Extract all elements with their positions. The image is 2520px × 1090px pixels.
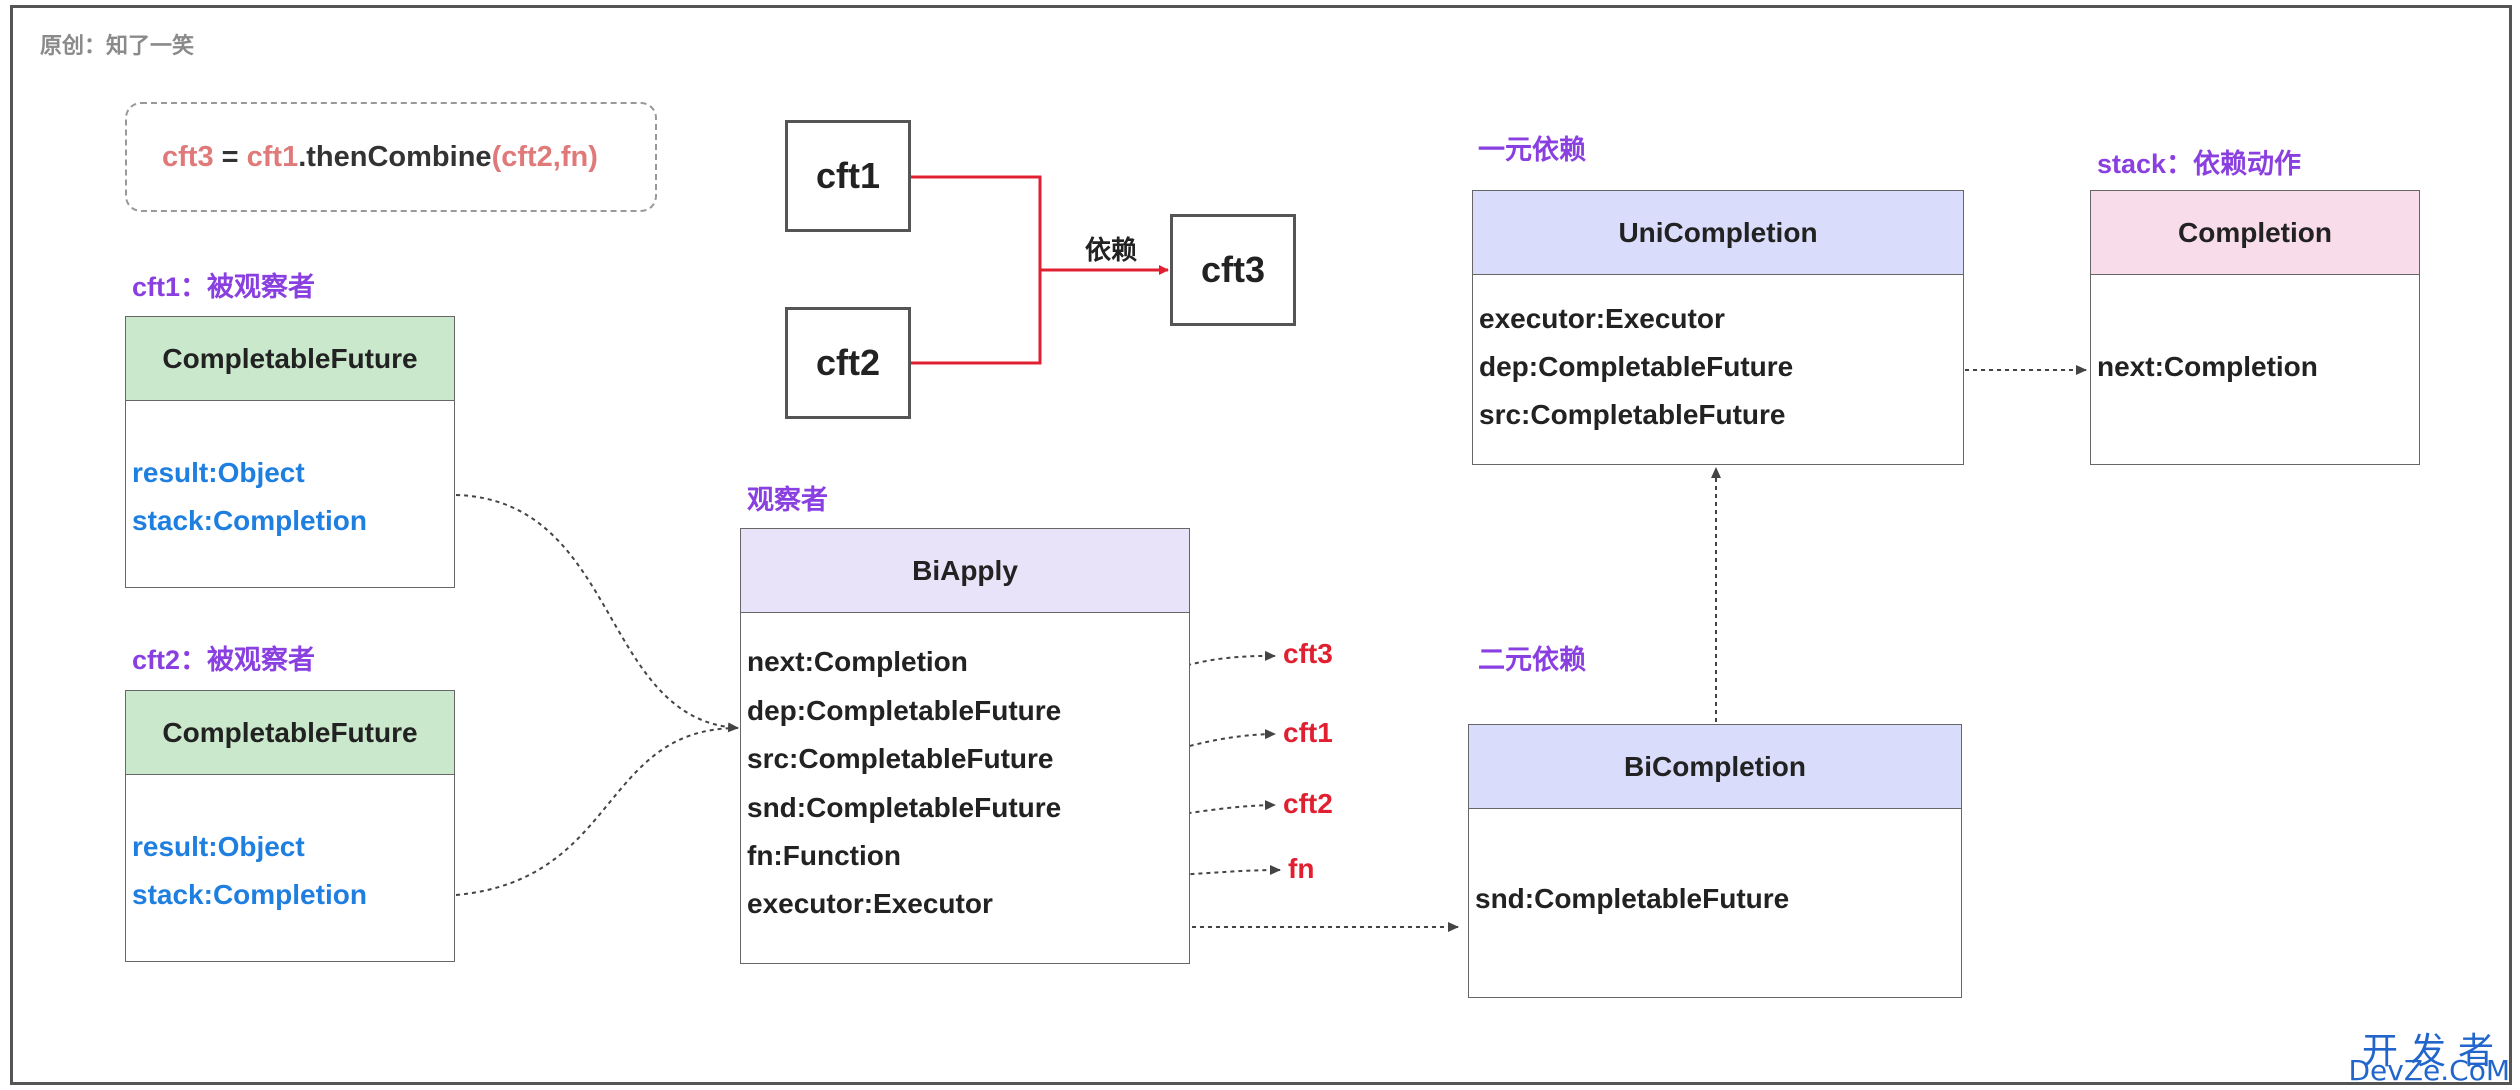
class-header: CompletableFuture <box>126 317 454 401</box>
dep-line-cft1 <box>910 175 1042 270</box>
field-result: result:Object <box>132 831 305 862</box>
author-watermark: 原创：知了一笑 <box>40 33 195 58</box>
field-executor: executor:Executor <box>1479 303 1725 334</box>
target-cft2: cft2 <box>1283 788 1333 819</box>
node-cft3: cft3 <box>1170 214 1296 326</box>
class-header: BiCompletion <box>1469 725 1961 809</box>
formula-lhs: cft3 <box>162 140 214 173</box>
field-fn: fn:Function <box>747 840 901 871</box>
class-completablefuture-cft2: CompletableFuture result:Object stack:Co… <box>125 690 455 962</box>
field-executor: executor:Executor <box>747 888 993 919</box>
field-src: src:CompletableFuture <box>747 743 1054 774</box>
class-header: UniCompletion <box>1473 191 1963 275</box>
field-dep: dep:CompletableFuture <box>1479 351 1794 382</box>
field-result: result:Object <box>132 457 305 488</box>
label-cft2-observed: cft2：被观察者 <box>132 645 316 675</box>
class-bicompletion: BiCompletion snd:CompletableFuture <box>1468 724 1962 998</box>
canvas-frame <box>10 5 2512 1085</box>
target-fn: fn <box>1288 853 1315 884</box>
field-src: src:CompletableFuture <box>1479 399 1786 430</box>
target-cft1: cft1 <box>1283 717 1333 748</box>
dep-line-cft2 <box>910 270 1042 365</box>
class-biapply: BiApply next:Completion dep:CompletableF… <box>740 528 1190 964</box>
formula-method: .thenCombine <box>298 140 492 173</box>
brand-logo-text: 开发者 <box>2361 1031 2506 1072</box>
field-stack: stack:Completion <box>132 505 367 536</box>
formula-box: cft3 = cft1 .thenCombine (cft2,fn) <box>125 102 657 212</box>
field-next: next:Completion <box>2097 351 2318 382</box>
class-header: Completion <box>2091 191 2419 275</box>
label-stack-action: stack：依赖动作 <box>2097 149 2302 179</box>
label-observer: 观察者 <box>747 485 828 515</box>
edge-label-dependency: 依赖 <box>1085 235 1138 265</box>
target-cft3: cft3 <box>1283 638 1333 669</box>
node-cft1: cft1 <box>785 120 911 232</box>
link-cf2-stack <box>455 727 739 896</box>
field-next: next:Completion <box>747 646 968 677</box>
brand-logo-domain: DevZe.CoM <box>2348 1054 2510 1087</box>
field-stack: stack:Completion <box>132 879 367 910</box>
label-unary-dependency: 一元依赖 <box>1478 135 1586 165</box>
formula-obj: cft1 <box>246 140 299 173</box>
field-snd: snd:CompletableFuture <box>747 792 1062 823</box>
node-cft2: cft2 <box>785 307 911 419</box>
class-unicompletion: UniCompletion executor:Executor dep:Comp… <box>1472 190 1964 465</box>
formula-eq: = <box>213 140 247 173</box>
class-completablefuture-cft1: CompletableFuture result:Object stack:Co… <box>125 316 455 588</box>
class-header: BiApply <box>741 529 1189 613</box>
field-snd: snd:CompletableFuture <box>1475 883 1790 914</box>
label-cft1-observed: cft1：被观察者 <box>132 272 316 302</box>
label-binary-dependency: 二元依赖 <box>1478 645 1586 675</box>
field-dep: dep:CompletableFuture <box>747 695 1062 726</box>
link-cf1-stack <box>455 494 739 733</box>
class-header: CompletableFuture <box>126 691 454 775</box>
class-completion: Completion next:Completion <box>2090 190 2420 465</box>
formula-args: (cft2,fn) <box>491 140 598 173</box>
